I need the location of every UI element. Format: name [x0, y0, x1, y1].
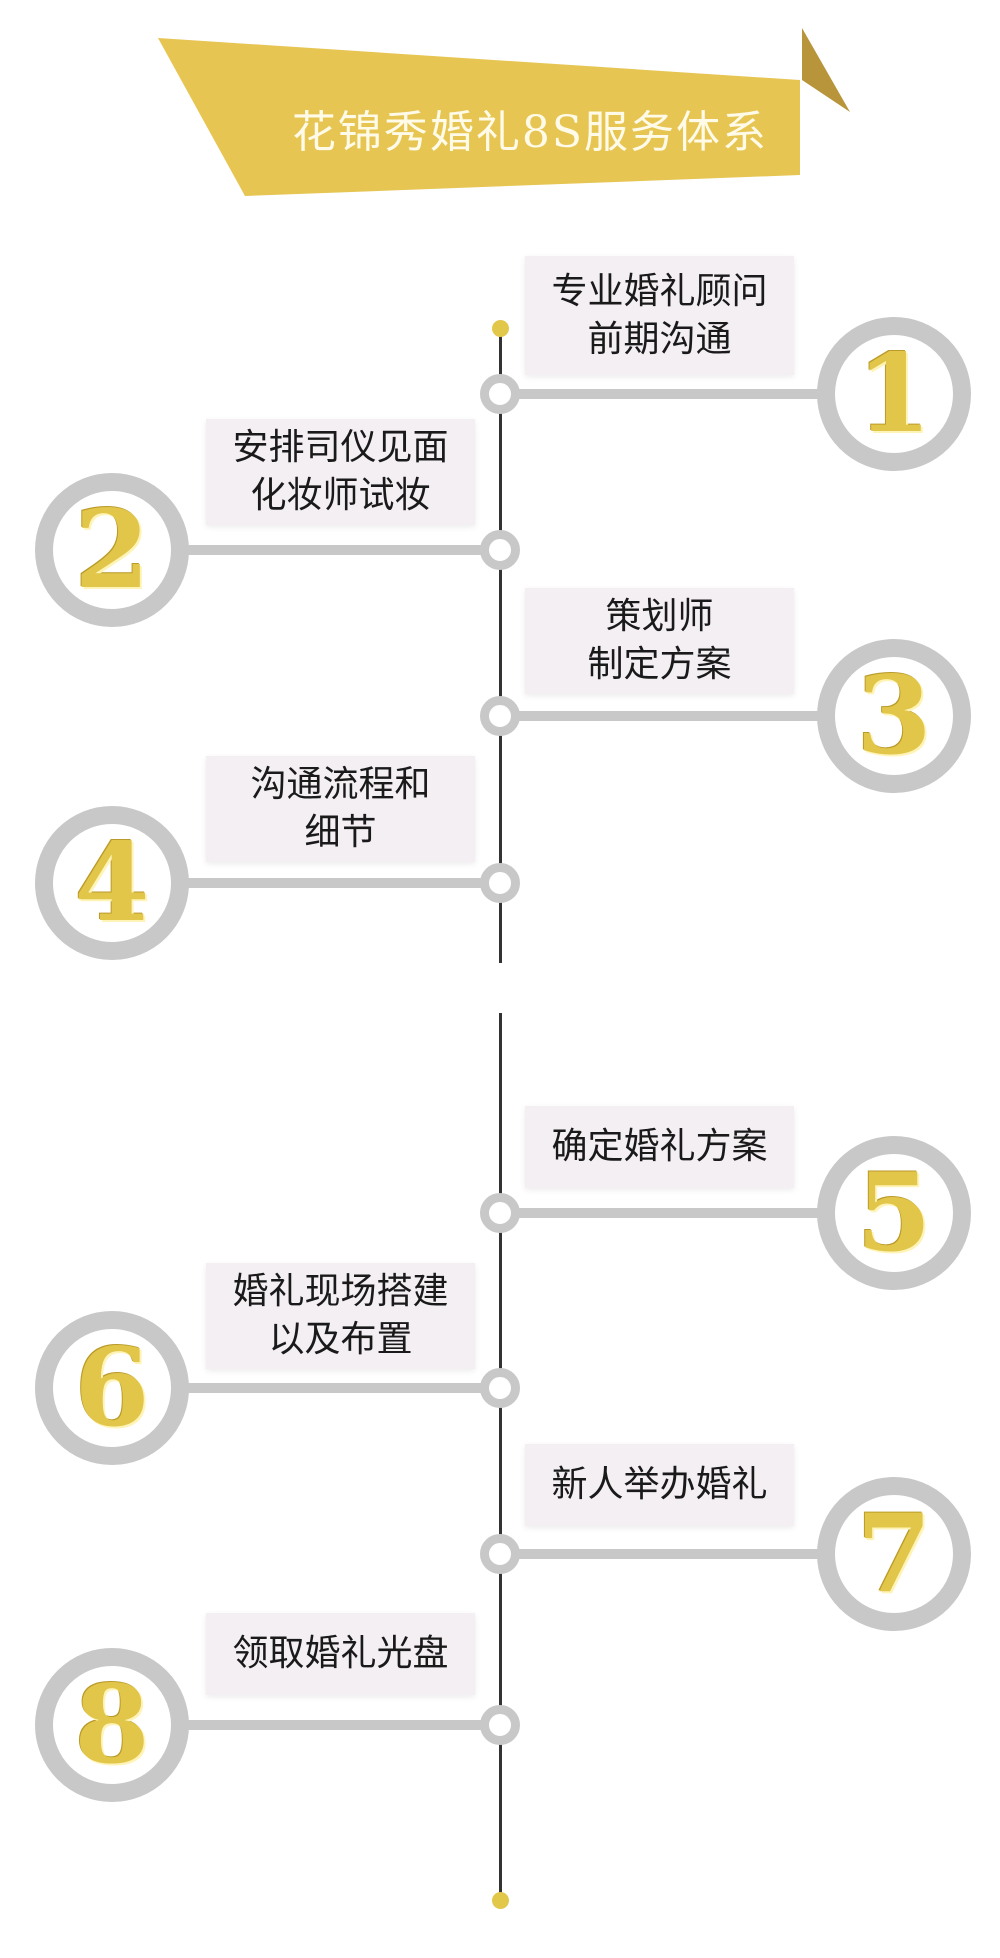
step-1-connector — [500, 389, 894, 399]
step-7-node — [480, 1534, 520, 1574]
step-3-number-circle: 3 — [817, 639, 971, 793]
step-5-number: 5 — [856, 1150, 932, 1276]
step-7-number-circle: 7 — [817, 1477, 971, 1631]
timeline-start-dot — [492, 320, 509, 337]
step-2-number-circle: 2 — [35, 473, 189, 627]
step-4-number: 4 — [74, 820, 150, 946]
step-4-label: 沟通流程和 细节 — [206, 756, 475, 862]
step-3-number: 3 — [856, 653, 932, 779]
step-6-label: 婚礼现场搭建 以及布置 — [206, 1263, 475, 1369]
step-4-node — [480, 863, 520, 903]
title-banner: 花锦秀婚礼8S服务体系 — [0, 0, 1000, 220]
step-6-number-circle: 6 — [35, 1311, 189, 1465]
step-1-number: 1 — [856, 331, 932, 457]
step-1-node — [480, 374, 520, 414]
step-6-number: 6 — [74, 1325, 150, 1451]
step-2-connector — [112, 545, 500, 555]
step-5-connector — [500, 1208, 894, 1218]
step-2-node — [480, 530, 520, 570]
step-1-label: 专业婚礼顾问 前期沟通 — [525, 256, 794, 375]
timeline-line-lower — [499, 1013, 502, 1900]
step-4-number-circle: 4 — [35, 806, 189, 960]
timeline-end-dot — [492, 1892, 509, 1909]
step-7-label: 新人举办婚礼 — [525, 1444, 794, 1526]
step-4-connector — [112, 878, 500, 888]
step-1-number-circle: 1 — [817, 317, 971, 471]
step-8-node — [480, 1705, 520, 1745]
step-7-connector — [500, 1549, 894, 1559]
step-3-node — [480, 696, 520, 736]
step-6-node — [480, 1368, 520, 1408]
step-7-number: 7 — [856, 1491, 932, 1617]
step-8-number-circle: 8 — [35, 1648, 189, 1802]
step-6-connector — [112, 1383, 500, 1393]
step-3-label: 策划师 制定方案 — [525, 588, 794, 694]
step-2-label: 安排司仪见面 化妆师试妆 — [206, 419, 475, 525]
step-3-connector — [500, 711, 894, 721]
step-8-label: 领取婚礼光盘 — [206, 1613, 475, 1695]
step-2-number: 2 — [74, 487, 150, 613]
step-5-number-circle: 5 — [817, 1136, 971, 1290]
step-8-connector — [112, 1720, 500, 1730]
step-5-node — [480, 1193, 520, 1233]
page-title: 花锦秀婚礼8S服务体系 — [291, 107, 769, 158]
step-5-label: 确定婚礼方案 — [525, 1106, 794, 1188]
ribbon-shape — [158, 28, 850, 196]
timeline-line-upper — [499, 328, 502, 963]
step-8-number: 8 — [74, 1662, 150, 1788]
